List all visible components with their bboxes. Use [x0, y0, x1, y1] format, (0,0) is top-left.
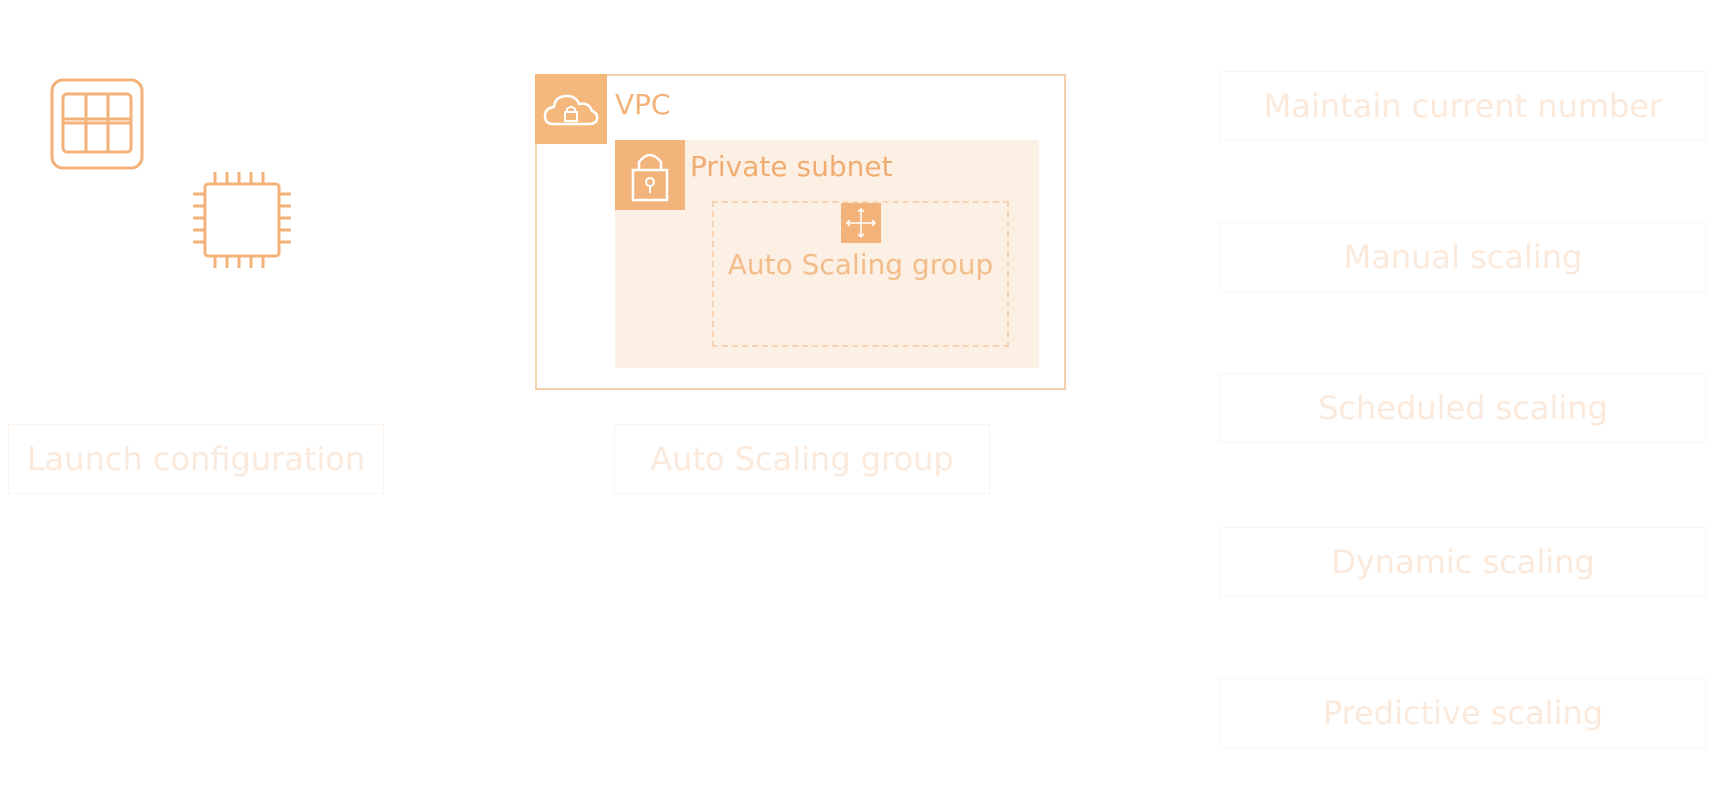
option-label: Maintain current number: [1263, 87, 1663, 125]
auto-scaling-group-box: Auto Scaling group: [614, 424, 990, 494]
subnet-label: Private subnet: [690, 150, 893, 183]
private-subnet: [615, 140, 1039, 368]
launch-configuration-box: Launch configuration: [8, 424, 384, 494]
option-scheduled-scaling: Scheduled scaling: [1220, 373, 1706, 443]
padlock-icon: [631, 153, 669, 202]
option-label: Manual scaling: [1343, 238, 1583, 276]
option-manual-scaling: Manual scaling: [1220, 222, 1706, 292]
asg-tag: [841, 203, 881, 243]
cloud-lock-icon: [543, 94, 599, 126]
option-maintain-current-number: Maintain current number: [1220, 71, 1706, 141]
auto-scaling-arrows-icon: [845, 207, 877, 239]
subnet-tag: [615, 140, 685, 210]
auto-scaling-group-container: [712, 201, 1009, 347]
launch-configuration-label: Launch configuration: [26, 440, 366, 478]
option-label: Predictive scaling: [1322, 694, 1604, 732]
option-label: Scheduled scaling: [1318, 389, 1608, 427]
option-label: Dynamic scaling: [1331, 543, 1595, 581]
asg-inner-label: Auto Scaling group: [727, 248, 994, 281]
vpc-label: VPC: [615, 88, 671, 121]
vpc-tag: [535, 74, 607, 144]
option-predictive-scaling: Predictive scaling: [1220, 678, 1706, 748]
option-dynamic-scaling: Dynamic scaling: [1220, 527, 1706, 597]
launch-template-icon: [50, 78, 144, 170]
ec2-instance-chip-icon: [193, 172, 291, 268]
auto-scaling-group-label: Auto Scaling group: [650, 440, 954, 478]
